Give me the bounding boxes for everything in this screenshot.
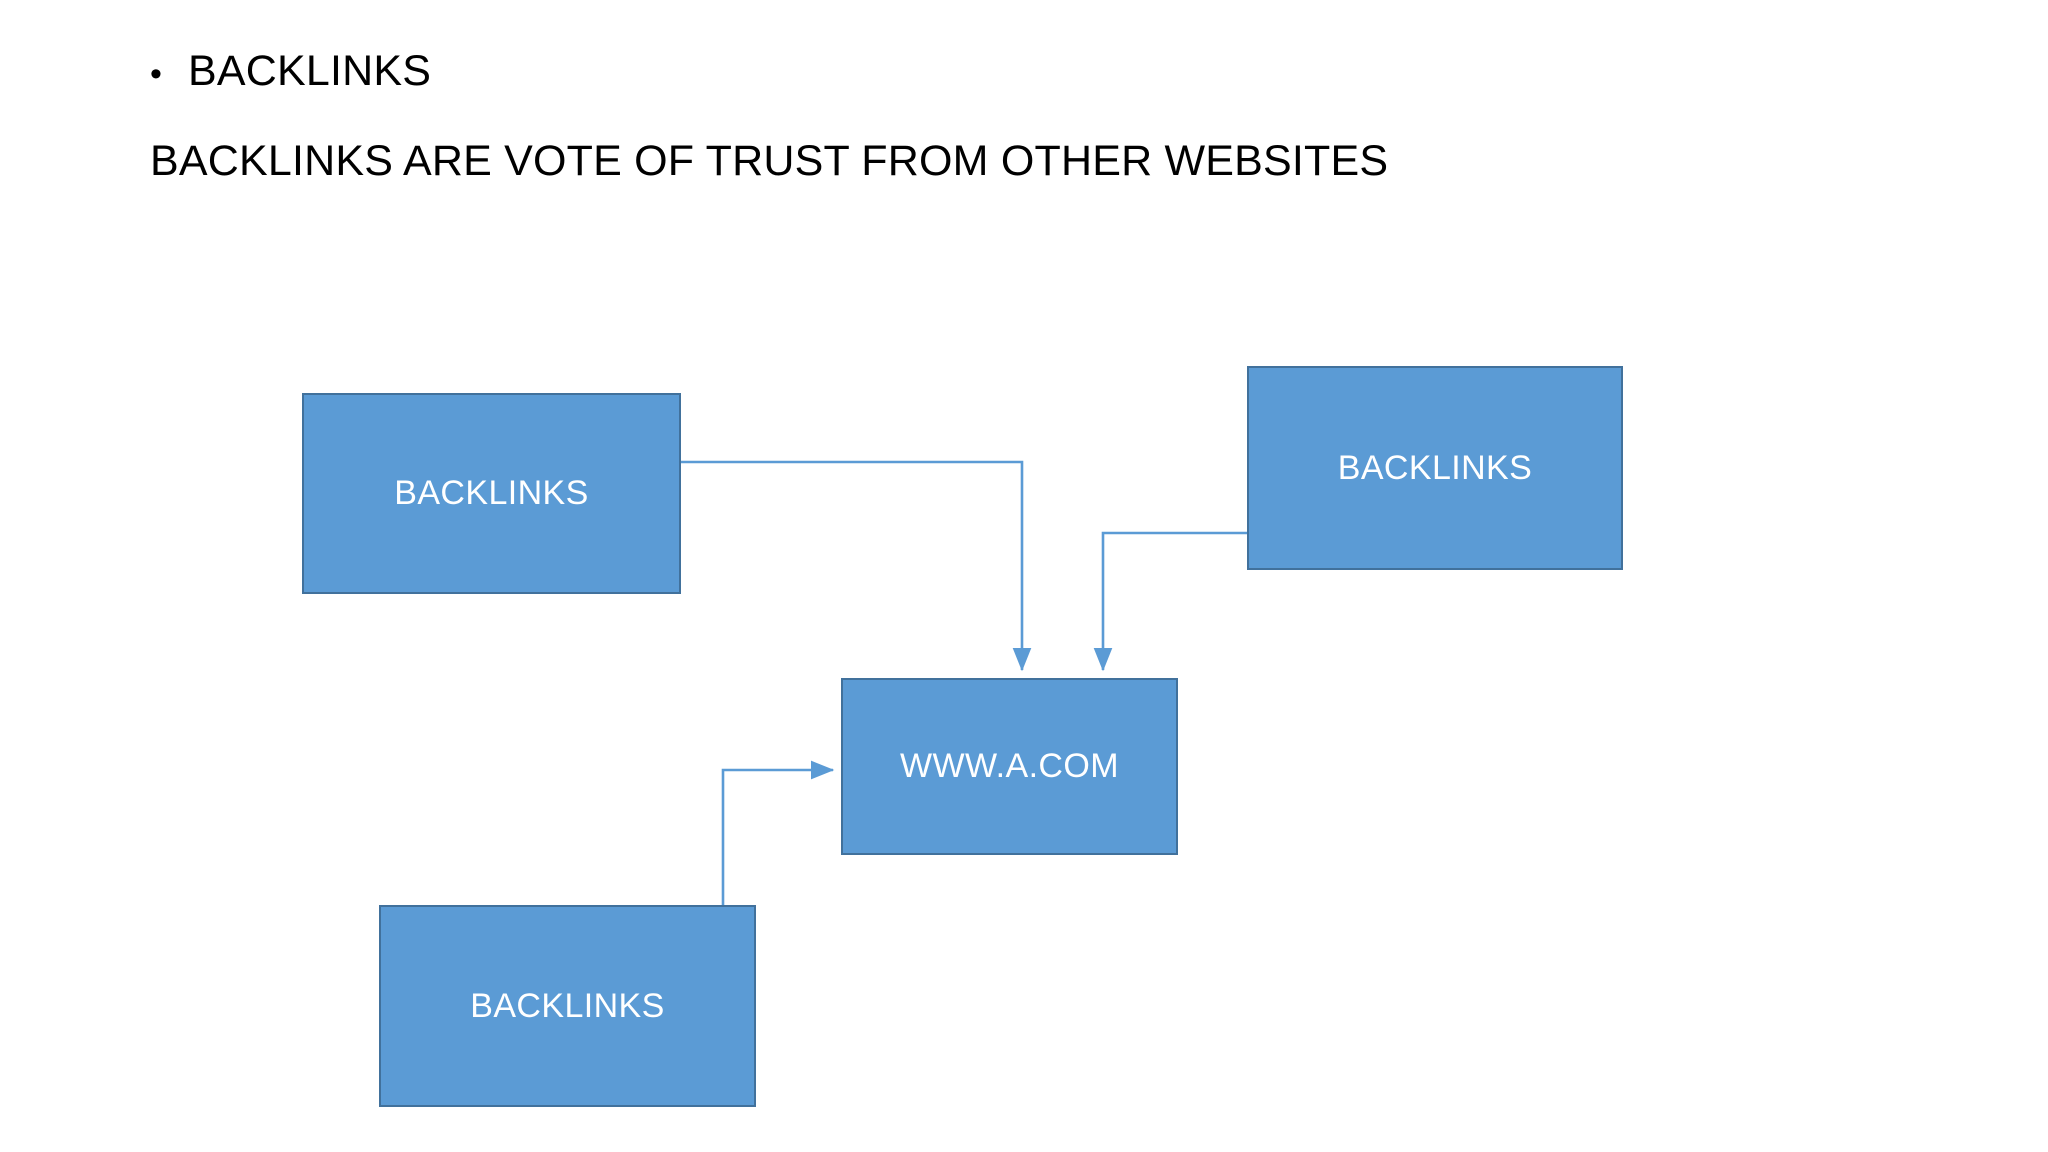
connector-top-left-to-center (681, 460, 1032, 672)
node-label: WWW.A.COM (900, 747, 1119, 785)
statement-line: BACKLINKS ARE VOTE OF TRUST FROM OTHER W… (150, 136, 1389, 185)
slide-text-block: • BACKLINKS BACKLINKS ARE VOTE OF TRUST … (150, 46, 1750, 186)
bullet-dot-icon: • (150, 55, 163, 93)
connector-top-right-to-center (1093, 531, 1247, 672)
node-label: BACKLINKS (394, 474, 589, 512)
node-label: BACKLINKS (1337, 448, 1533, 487)
bullet-list-item: • BACKLINKS (150, 46, 1750, 97)
connector-bottom-to-center (721, 760, 835, 905)
node-backlinks-top-left[interactable]: BACKLINKS (302, 393, 681, 594)
node-label: BACKLINKS (470, 986, 665, 1025)
bullet-item-label: BACKLINKS (188, 47, 432, 95)
node-backlinks-bottom[interactable]: BACKLINKS (379, 905, 756, 1107)
node-backlinks-top-right[interactable]: BACKLINKS (1247, 366, 1623, 570)
node-site-center[interactable]: WWW.A.COM (841, 678, 1178, 855)
